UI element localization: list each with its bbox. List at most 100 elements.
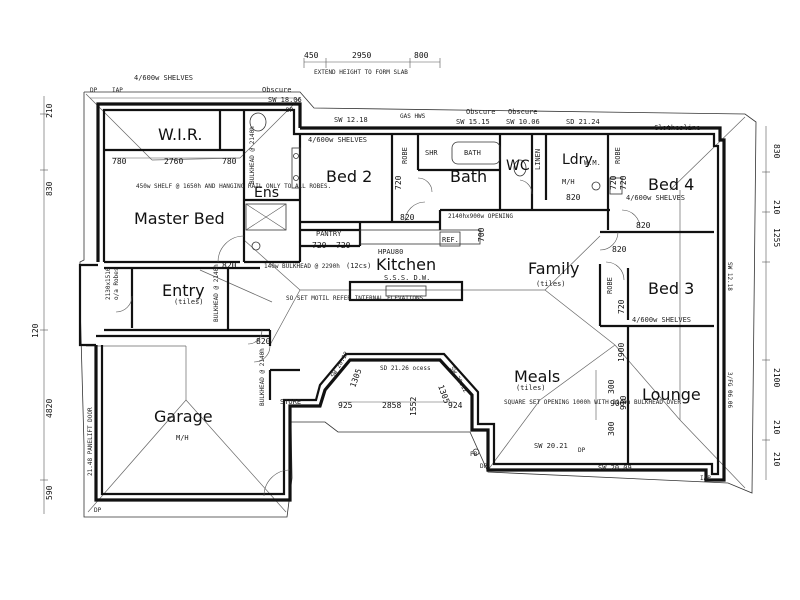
left-dimensions: 210 830 4820 120 590 xyxy=(31,103,54,500)
family-tiles: (tiles) xyxy=(536,280,566,288)
note-square-set: SQUARE SET OPENING 1000h WITH 2140h BULK… xyxy=(504,399,681,406)
room-ref: REF. xyxy=(442,236,459,244)
note-sd-2126: SD 21.26 ocess xyxy=(380,365,431,372)
top-dim-2: 800 xyxy=(414,51,429,60)
external-walls xyxy=(78,102,726,502)
dim-910: 910 xyxy=(619,395,628,410)
note-iap-a: IAP xyxy=(112,87,123,94)
left-dim-0: 210 xyxy=(45,103,54,118)
room-bed3: Bed 3 xyxy=(648,279,694,298)
room-wm: W.M. xyxy=(584,159,601,167)
dim-820d: 820 xyxy=(636,221,651,230)
kitchen-tiles: (12cs) xyxy=(346,262,371,270)
inner-dimensions: 2760 780 780 720 720 720 720 720 720 820… xyxy=(105,157,651,436)
fixtures xyxy=(245,112,623,456)
top-dim-1: 2950 xyxy=(352,51,371,60)
note-dp-a: DP xyxy=(90,87,98,94)
note-sw-1515: SW 15.15 xyxy=(456,118,490,126)
note-shelves-bed3: 4/600w SHELVES xyxy=(632,316,691,324)
note-sss-dw: S.S.S. D.W. xyxy=(384,274,430,282)
note-hws: GAS HWS xyxy=(400,113,426,120)
note-obscure-b: Obscure xyxy=(466,108,496,116)
note-fb: FB xyxy=(470,451,478,458)
room-bed2: Bed 2 xyxy=(326,167,372,186)
dim-1552: 1552 xyxy=(409,397,418,416)
dim-720c: 720 xyxy=(336,241,351,250)
dim-1900: 1900 xyxy=(617,343,626,362)
dim-925: 925 xyxy=(338,401,353,410)
note-hpau: HPAU80 xyxy=(378,248,403,256)
right-dim-0: 830 xyxy=(772,144,781,159)
note-obscure-c: Obscure xyxy=(508,108,538,116)
room-mh: M/H xyxy=(562,178,575,186)
dim-820b: 820 xyxy=(400,213,415,222)
dim-720f: 720 xyxy=(617,299,626,314)
note-bulkhead-kitchen: 140w BULKHEAD @ 2290h xyxy=(264,263,340,270)
left-dim-3: 120 xyxy=(31,323,40,338)
top-note: EXTEND HEIGHT TO FORM SLAB xyxy=(314,69,408,76)
dim-2858: 2858 xyxy=(382,401,401,410)
note-fg-0606: 3/FG 06.06 xyxy=(726,372,733,409)
dim-820c: 820 xyxy=(566,193,581,202)
dim-820a: 820 xyxy=(222,261,237,270)
note-dp-d: DP xyxy=(94,507,102,514)
dim-820f: 820 xyxy=(256,337,271,346)
note-set: SO SET MOTIL REFER INTERNAL ELEVATIONS xyxy=(286,295,424,302)
dim-780a: 780 xyxy=(112,157,127,166)
note-sw-1218: SW 12.18 xyxy=(334,116,368,124)
right-dim-1: 210 xyxy=(772,200,781,215)
room-bed4: Bed 4 xyxy=(648,175,694,194)
dim-entry-robe: 2130x1510 xyxy=(105,267,112,300)
room-labels: W.I.R. Master Bed Ens Bed 2 Bath WC Ldry… xyxy=(134,125,701,442)
right-dimensions: 830 210 1255 2100 210 210 xyxy=(772,144,781,467)
room-lounge: Lounge xyxy=(642,385,701,404)
dim-900: 900 xyxy=(610,399,625,408)
note-robe-entry: o/a Robes xyxy=(113,267,120,300)
left-dim-1: 830 xyxy=(45,181,54,196)
note-shelves-bed4: 4/600w SHELVES xyxy=(626,194,685,202)
room-garage: Garage xyxy=(154,407,213,426)
dim-720e: 720 xyxy=(619,175,628,190)
room-wir: W.I.R. xyxy=(158,125,203,144)
room-shr: SHR xyxy=(425,149,438,157)
room-entry: Entry xyxy=(162,281,205,300)
room-ldry: Ldry xyxy=(562,152,593,168)
right-dim-4: 210 xyxy=(772,420,781,435)
dim-wir-width: 2760 xyxy=(164,157,183,166)
note-shelves-top: 4/600w SHELVES xyxy=(134,74,193,82)
door-swings xyxy=(115,177,641,497)
room-bath-fixture: BATH xyxy=(464,149,481,157)
room-store: STORE xyxy=(280,398,301,406)
top-dim-0: 450 xyxy=(304,51,319,60)
note-clothesline: Clothesline xyxy=(654,124,700,132)
dimension-lines xyxy=(40,58,770,514)
note-shelves-bed2: 4/600w SHELVES xyxy=(308,136,367,144)
room-meals: Meals xyxy=(514,367,560,386)
note-dp-b: DP xyxy=(286,107,294,114)
note-opening: 2140hx900w OPENING xyxy=(448,213,513,220)
left-dim-2: 4820 xyxy=(45,399,54,418)
note-sw-2021: SW 20.21 xyxy=(534,442,568,450)
dim-720a: 720 xyxy=(394,175,403,190)
dim-820e: 820 xyxy=(612,245,627,254)
note-bulkhead-ens: BULKHEAD @ 2140h xyxy=(249,126,256,184)
room-robe-bed4: ROBE xyxy=(614,147,622,164)
dim-924: 924 xyxy=(448,401,463,410)
note-bulkhead-entry: BULKHEAD @ 2140h xyxy=(213,264,220,322)
right-dim-2: 1255 xyxy=(772,228,781,247)
room-ens: Ens xyxy=(254,185,279,201)
note-wir-shelf: 450w SHELF @ 1650h AND HANGING RAIL ONLY… xyxy=(136,183,331,190)
note-bulkhead-store: BULKHEAD @ 2140h xyxy=(259,348,266,406)
right-dim-3: 2100 xyxy=(772,368,781,387)
note-dp-c: DP xyxy=(480,463,488,470)
note-sw-1218b: SW 12.18 xyxy=(726,262,733,291)
dim-780b: 780 xyxy=(222,157,237,166)
note-sw-2009: SW 20.09 xyxy=(598,464,632,472)
room-kitchen: Kitchen xyxy=(376,255,436,274)
room-master-bed: Master Bed xyxy=(134,209,225,228)
top-dimensions: 450 2950 800 EXTEND HEIGHT TO FORM SLAB xyxy=(304,51,429,76)
room-robe-bed2: ROBE xyxy=(401,147,409,164)
dim-700: 700 xyxy=(477,227,486,242)
note-sd-2124: SD 21.24 xyxy=(566,118,600,126)
